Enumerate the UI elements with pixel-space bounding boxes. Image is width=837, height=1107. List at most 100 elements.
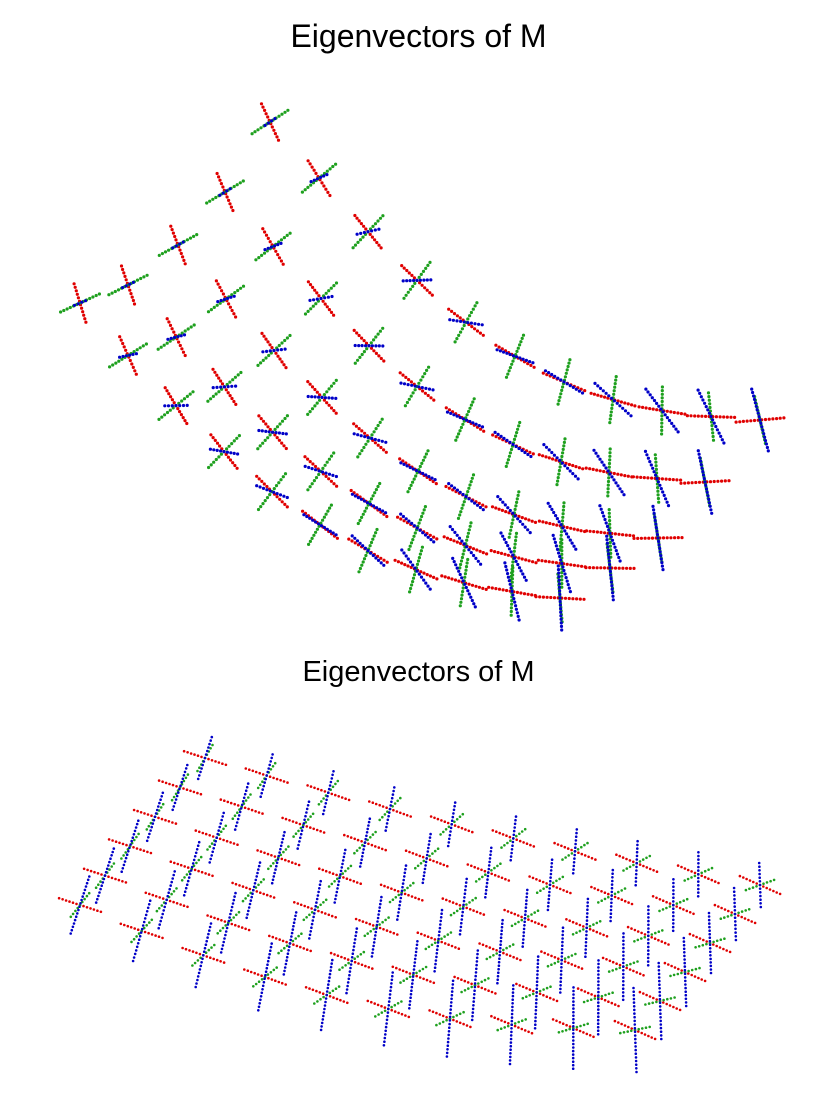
blue-eigenvector bbox=[145, 791, 165, 843]
eigenvector-cross bbox=[584, 504, 636, 563]
blue-eigenvector bbox=[632, 986, 638, 1074]
green-eigenvector bbox=[254, 231, 292, 262]
red-eigenvector bbox=[584, 566, 636, 571]
green-eigenvector bbox=[156, 323, 196, 351]
red-eigenvector bbox=[215, 171, 235, 213]
blue-eigenvector bbox=[496, 918, 504, 985]
green-eigenvector bbox=[510, 909, 540, 928]
red-eigenvector bbox=[651, 895, 695, 916]
eigenvector-cross bbox=[503, 888, 547, 948]
eigenvector-cross bbox=[268, 911, 313, 976]
red-eigenvector bbox=[144, 891, 189, 909]
green-eigenvector bbox=[277, 932, 303, 955]
red-eigenvector bbox=[540, 950, 584, 970]
eigenvector-cross bbox=[366, 971, 411, 1047]
eigenvector-cross bbox=[491, 420, 535, 468]
eigenvector-cross bbox=[343, 817, 388, 868]
eigenvector-cross bbox=[638, 961, 682, 1041]
red-eigenvector bbox=[194, 829, 239, 846]
red-eigenvector bbox=[169, 224, 187, 266]
red-eigenvector bbox=[165, 317, 187, 358]
blue-eigenvector bbox=[211, 384, 238, 390]
eigenvector-cross bbox=[444, 473, 488, 521]
green-eigenvector bbox=[460, 977, 490, 994]
eigenvector-cross bbox=[351, 213, 385, 250]
eigenvector-cross bbox=[206, 279, 246, 319]
blue-eigenvector bbox=[556, 564, 564, 632]
eigenvector-cross bbox=[615, 839, 659, 887]
eigenvector-cross bbox=[181, 922, 226, 989]
blue-eigenvector bbox=[503, 561, 521, 622]
red-eigenvector bbox=[613, 1019, 657, 1041]
green-eigenvector bbox=[582, 991, 614, 1004]
red-eigenvector bbox=[368, 800, 413, 818]
blue-eigenvector bbox=[350, 534, 386, 567]
blue-eigenvector bbox=[605, 534, 615, 602]
eigenvector-cross bbox=[734, 387, 786, 453]
eigenvector-cross bbox=[428, 979, 472, 1058]
blue-eigenvector bbox=[171, 240, 185, 250]
green-eigenvector bbox=[660, 385, 665, 436]
red-eigenvector bbox=[490, 505, 538, 525]
green-eigenvector bbox=[399, 965, 428, 984]
eigenvector-cross bbox=[590, 868, 634, 923]
blue-eigenvector bbox=[72, 299, 88, 307]
eigenvector-cross bbox=[119, 899, 164, 963]
eigenvector-cross bbox=[398, 449, 438, 494]
blue-eigenvector bbox=[208, 811, 225, 864]
blue-eigenvector bbox=[509, 815, 518, 862]
red-eigenvector bbox=[429, 815, 474, 834]
eigenvector-cross bbox=[244, 753, 289, 798]
red-eigenvector bbox=[72, 282, 88, 324]
eigenvector-cross bbox=[589, 375, 637, 425]
eigenvector-cross bbox=[293, 879, 338, 940]
eigenvector-cross bbox=[688, 911, 732, 975]
blue-eigenvector bbox=[355, 227, 381, 236]
eigenvector-cross bbox=[487, 561, 537, 622]
eigenvector-cross bbox=[396, 505, 439, 552]
eigenvector-cross bbox=[352, 326, 386, 365]
blue-eigenvector bbox=[255, 484, 289, 500]
green-eigenvector bbox=[407, 505, 427, 552]
green-eigenvector bbox=[69, 891, 91, 919]
blue-eigenvector bbox=[696, 851, 700, 898]
green-eigenvector bbox=[403, 365, 431, 408]
green-eigenvector bbox=[307, 503, 333, 547]
red-eigenvector bbox=[391, 965, 436, 985]
blue-eigenvector bbox=[671, 878, 675, 933]
blue-eigenvector bbox=[208, 447, 240, 456]
eigenvector-field-bottom bbox=[57, 735, 782, 1074]
blue-eigenvector bbox=[499, 531, 528, 582]
blue-eigenvector bbox=[245, 861, 262, 920]
eigenvector-cross bbox=[255, 472, 289, 512]
green-eigenvector bbox=[408, 545, 424, 594]
blue-eigenvector bbox=[651, 504, 665, 572]
panel-title: Eigenvectors of M bbox=[302, 656, 535, 688]
blue-eigenvector bbox=[596, 959, 600, 1036]
eigenvector-cross bbox=[685, 388, 737, 445]
green-eigenvector bbox=[658, 897, 689, 913]
eigenvector-cross bbox=[679, 449, 731, 515]
green-eigenvector bbox=[130, 918, 154, 944]
red-eigenvector bbox=[157, 779, 203, 796]
green-eigenvector bbox=[669, 966, 701, 978]
blue-eigenvector bbox=[182, 840, 201, 897]
eigenvector-cross bbox=[205, 171, 245, 213]
red-eigenvector bbox=[400, 264, 434, 297]
eigenvector-cross bbox=[444, 397, 486, 442]
blue-eigenvector bbox=[270, 830, 286, 885]
eigenvector-cross bbox=[303, 451, 339, 492]
green-eigenvector bbox=[108, 342, 148, 369]
eigenvector-cross bbox=[207, 433, 241, 470]
green-eigenvector bbox=[191, 943, 216, 967]
eigenvector-field-top bbox=[59, 102, 786, 632]
eigenvector-cross bbox=[441, 877, 486, 936]
eigenvector-cross bbox=[303, 280, 339, 317]
blue-eigenvector bbox=[757, 861, 763, 909]
green-eigenvector bbox=[157, 233, 199, 257]
eigenvector-cross bbox=[231, 861, 276, 920]
green-eigenvector bbox=[619, 1025, 651, 1035]
blue-eigenvector bbox=[157, 870, 176, 930]
red-eigenvector bbox=[256, 849, 301, 867]
eigenvector-cross bbox=[541, 358, 587, 406]
